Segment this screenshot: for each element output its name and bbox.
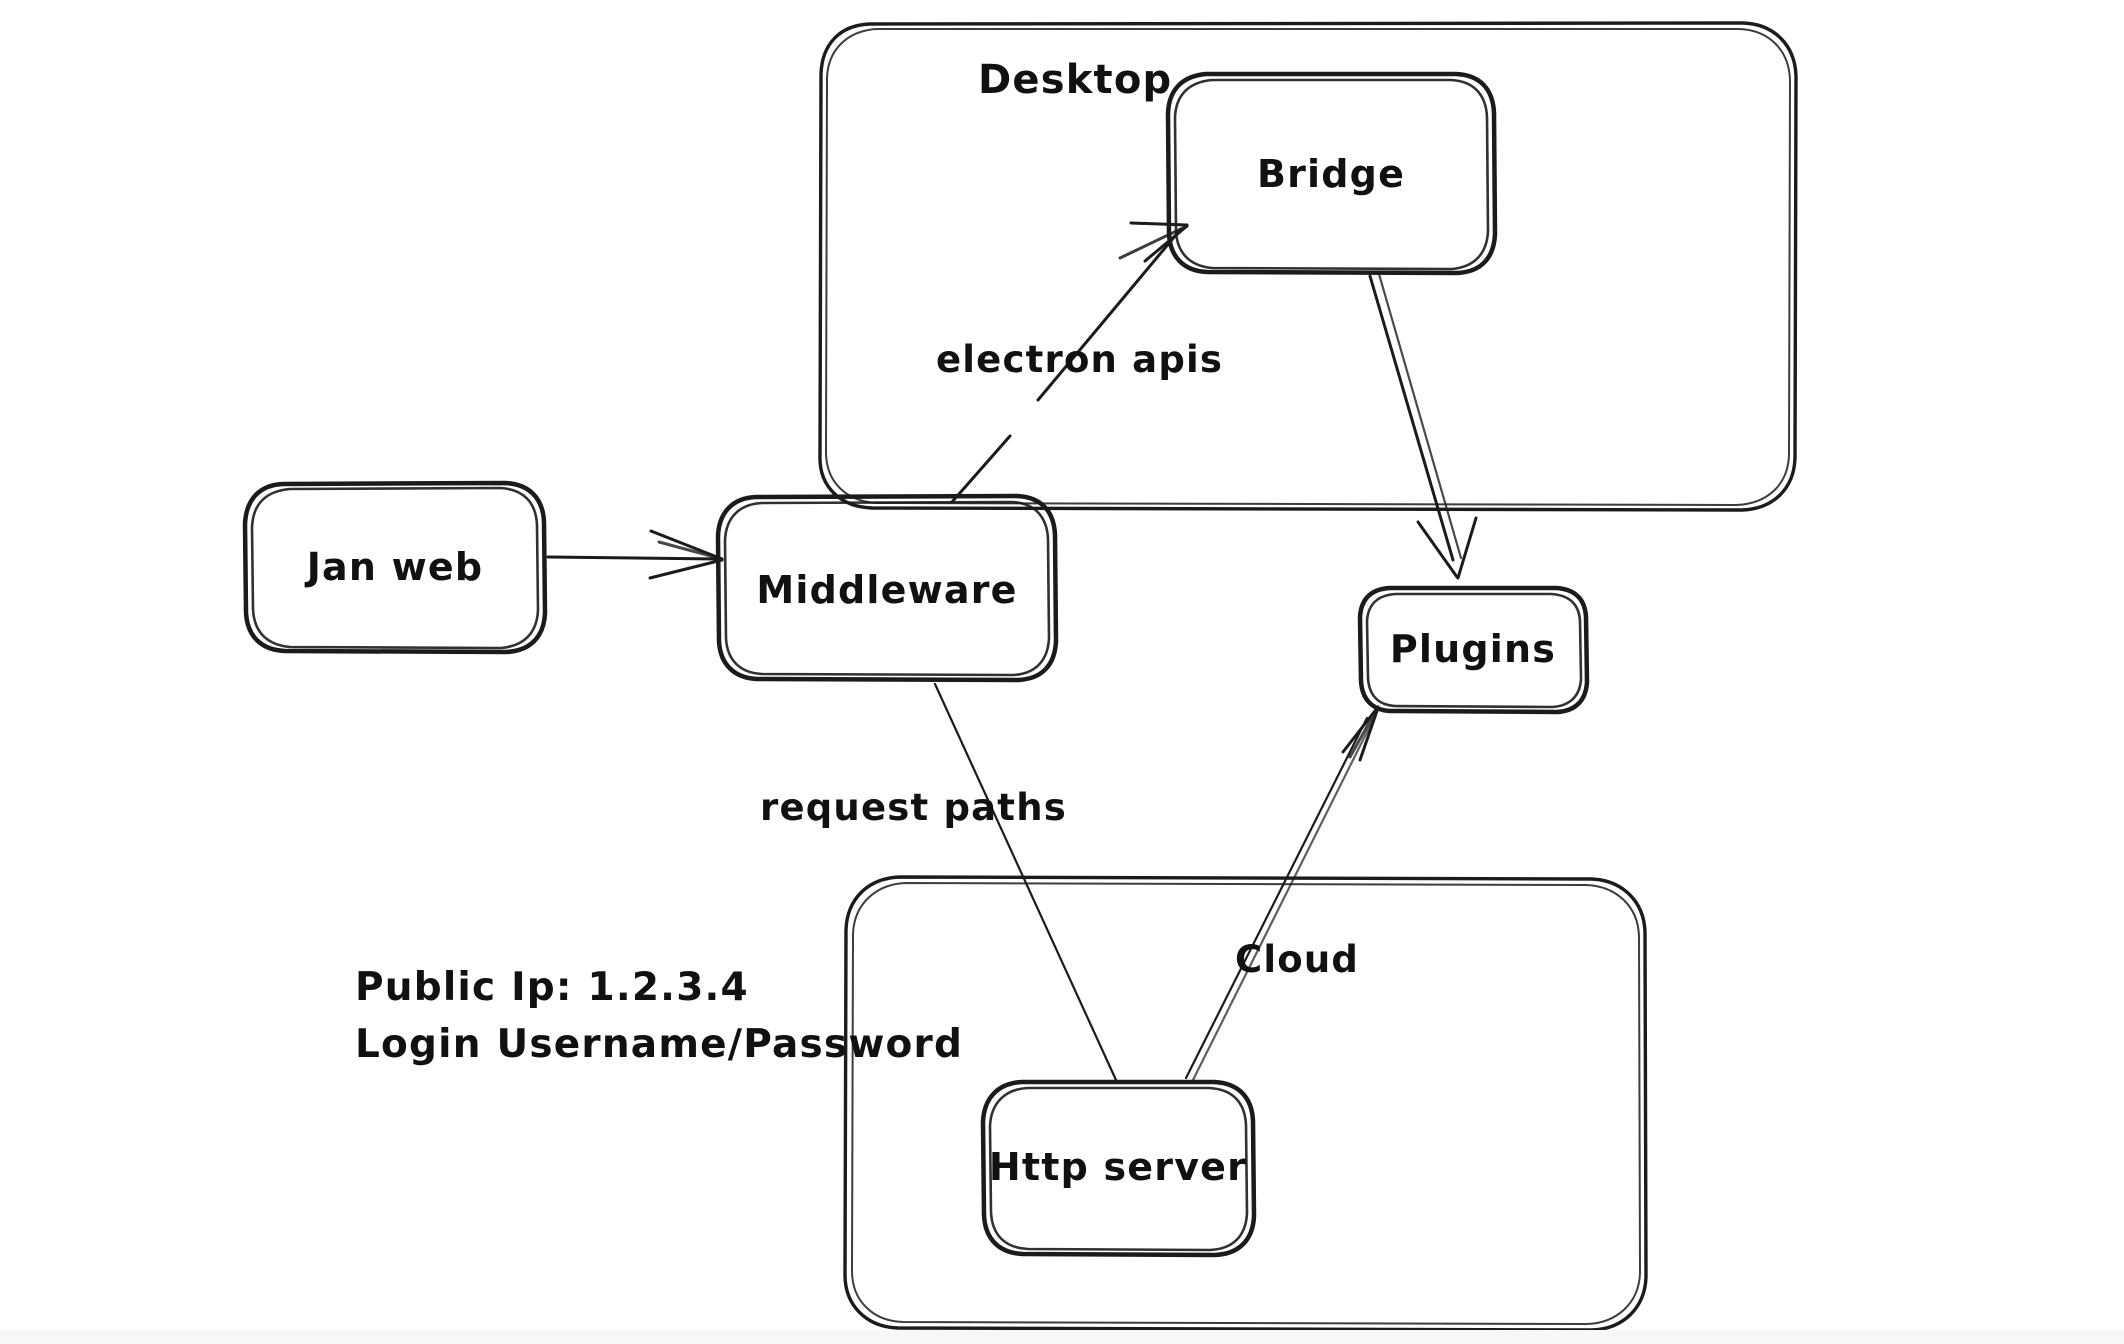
node-middleware[interactable]: Middleware (715, 493, 1059, 683)
node-label-http-server: Http server (989, 1145, 1247, 1189)
edge-bridge-to-plugins[interactable] (1368, 272, 1478, 580)
group-desktop[interactable]: Desktop (818, 21, 1798, 512)
group-label-desktop: Desktop (978, 57, 1172, 103)
edge-janweb-to-middleware[interactable] (546, 529, 724, 580)
node-http-server[interactable]: Http server (980, 1079, 1257, 1258)
node-plugins[interactable]: Plugins (1357, 585, 1590, 715)
node-bridge[interactable]: Bridge (1165, 71, 1498, 276)
edge-middleware-to-httpserver[interactable]: request paths (760, 682, 1118, 1082)
note-line-public-ip: Public Ip: 1.2.3.4 (355, 965, 749, 1010)
edge-label-request-paths: request paths (760, 786, 1067, 829)
node-label-plugins: Plugins (1390, 627, 1556, 671)
note-line-login: Login Username/Password (355, 1022, 963, 1067)
edge-httpserver-to-plugins[interactable]: Cloud (1184, 705, 1380, 1084)
node-label-jan-web: Jan web (304, 545, 484, 589)
node-label-middleware: Middleware (756, 568, 1017, 612)
edge-label-electron-apis: electron apis (936, 338, 1223, 381)
node-jan-web[interactable]: Jan web (242, 480, 548, 655)
bottom-edge-band (0, 1330, 2124, 1344)
edge-label-cloud: Cloud (1235, 938, 1359, 981)
edge-middleware-to-bridge[interactable]: electron apis (936, 221, 1223, 504)
note-public-ip: Public Ip: 1.2.3.4 Login Username/Passwo… (355, 965, 963, 1067)
node-label-bridge: Bridge (1257, 152, 1405, 196)
